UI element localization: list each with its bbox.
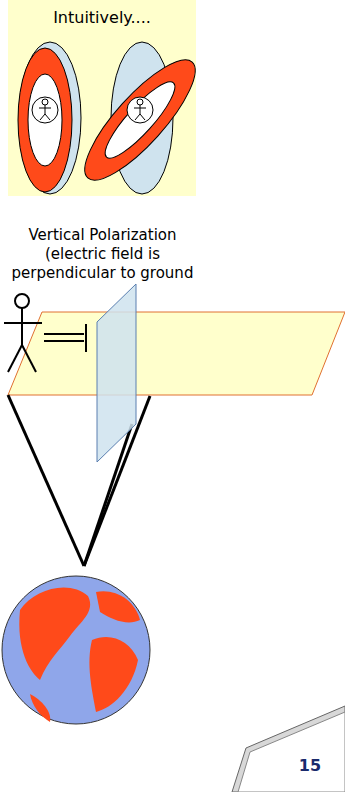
globe <box>2 576 150 724</box>
page-corner <box>232 706 345 792</box>
polarization-plane <box>97 284 136 462</box>
page-number: 15 <box>290 756 330 776</box>
vertical-ring <box>18 42 81 194</box>
antenna-symbol <box>44 324 86 352</box>
caption-note: Vertical Polarization (electric field is… <box>0 226 205 282</box>
ground-plane <box>8 312 345 395</box>
tilted-ring <box>70 42 210 194</box>
stick-figure <box>4 294 42 372</box>
panel-heading: Intuitively.... <box>16 8 188 27</box>
